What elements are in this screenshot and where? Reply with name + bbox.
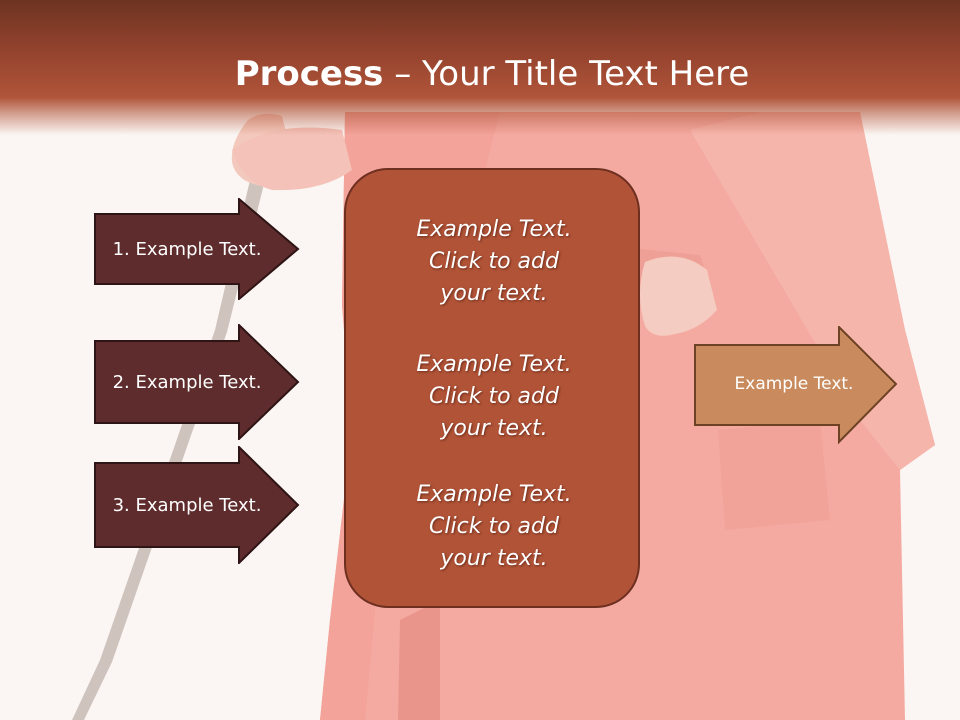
slide-title-rest: – Your Title Text Here <box>383 54 750 94</box>
paragraph-line: Example Text. <box>416 352 572 377</box>
left-arrow-1-label: 1. Example Text. <box>112 238 262 260</box>
title-bar <box>0 0 960 135</box>
center-text-box[interactable]: Example Text. Click to add your text. Ex… <box>344 168 640 608</box>
right-arrow-icon <box>94 198 300 300</box>
paragraph-line: Click to add <box>429 514 559 539</box>
center-paragraph-1: Example Text. Click to add your text. <box>346 214 642 310</box>
left-arrow-3[interactable]: 3. Example Text. <box>94 446 300 564</box>
left-arrow-2[interactable]: 2. Example Text. <box>94 324 300 440</box>
paragraph-line: Example Text. <box>416 482 572 507</box>
left-arrow-2-label: 2. Example Text. <box>112 371 262 393</box>
slide-title[interactable]: Process – Your Title Text Here <box>0 52 960 96</box>
paragraph-line: your text. <box>440 416 548 441</box>
center-paragraph-3: Example Text. Click to add your text. <box>346 479 642 575</box>
paragraph-line: Click to add <box>429 384 559 409</box>
slide-title-bold: Process <box>234 54 384 94</box>
right-output-arrow-label: Example Text. <box>734 374 854 394</box>
right-arrow-icon <box>94 324 300 440</box>
paragraph-line: Example Text. <box>416 217 572 242</box>
right-arrow-icon <box>94 446 300 564</box>
center-paragraph-2: Example Text. Click to add your text. <box>346 349 642 445</box>
right-output-arrow[interactable]: Example Text. <box>694 326 900 444</box>
right-arrow-icon <box>694 326 898 444</box>
paragraph-line: Click to add <box>429 249 559 274</box>
paragraph-line: your text. <box>440 546 548 571</box>
left-arrow-1[interactable]: 1. Example Text. <box>94 198 300 300</box>
paragraph-line: your text. <box>440 281 548 306</box>
left-arrow-3-label: 3. Example Text. <box>112 494 262 516</box>
